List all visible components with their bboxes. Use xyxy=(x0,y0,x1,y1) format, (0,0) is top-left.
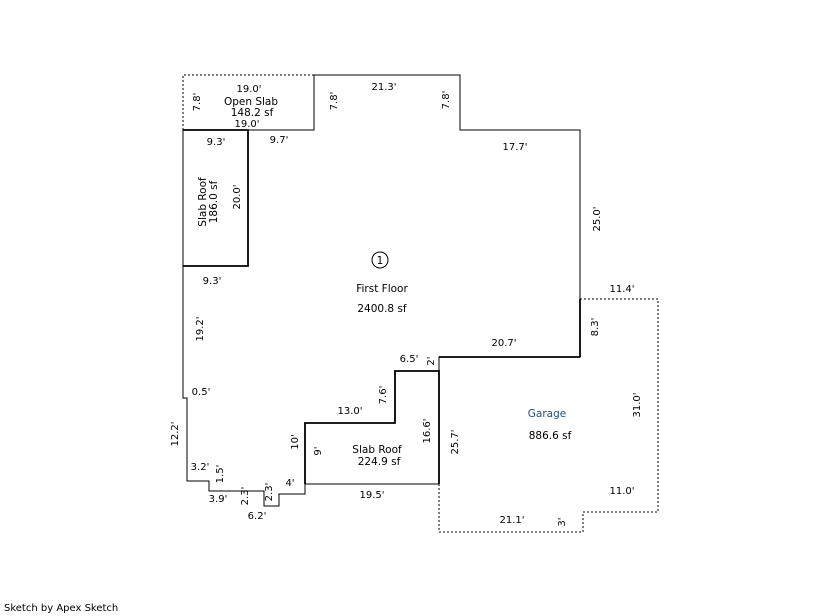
dim-right-side: 25.0' xyxy=(592,206,603,231)
dim-garage-bottom: 21.1' xyxy=(499,515,524,526)
dim-left-lower: 12.2' xyxy=(170,421,181,446)
dim-slab-bottom-notch: 7.6' xyxy=(378,386,389,405)
area-marker-number: 1 xyxy=(377,255,384,267)
dim-step-c-left: 2.3' xyxy=(240,487,251,506)
dim-garage-bottom-step: 3' xyxy=(557,517,568,526)
dim-slab-bottom-left: 10' xyxy=(290,434,301,449)
dim-slab-bottom-top: 13.0' xyxy=(337,406,362,417)
dim-step-c-bottom: 6.2' xyxy=(248,511,267,522)
dim-inner-top: 9.7' xyxy=(270,135,289,146)
dim-notch-small: 2' xyxy=(426,356,437,365)
open-slab-name: Open Slab xyxy=(224,96,278,108)
dim-slab-left-right: 20.0' xyxy=(232,184,243,209)
dim-garage-upper-right: 8.3' xyxy=(590,318,601,337)
dim-slab-bottom-top-right: 6.5' xyxy=(400,354,419,365)
dim-open-slab-left: 7.8' xyxy=(192,93,203,112)
dim-garage-bottom-right: 11.0' xyxy=(609,486,634,497)
dim-slab-left-bottom: 9.3' xyxy=(203,276,222,287)
dim-garage-top-left: 20.7' xyxy=(491,338,516,349)
dim-step-d: 4' xyxy=(285,478,294,489)
dim-slab-bottom-inner: 9' xyxy=(313,446,324,455)
dim-step-a-top: 3.2' xyxy=(191,462,210,473)
dim-slab-bottom-base: 19.5' xyxy=(359,490,384,501)
open-slab-outline xyxy=(182,74,314,131)
dim-garage-right: 31.0' xyxy=(632,392,643,417)
dim-step-b-bottom: 3.9' xyxy=(209,494,228,505)
dim-step-a-side: 1.5' xyxy=(215,465,226,484)
slab-roof-bottom-name: Slab Roof xyxy=(352,444,402,456)
open-slab-area: 148.2 sf xyxy=(231,107,274,119)
first-floor-outline xyxy=(182,74,581,507)
dim-open-slab-bottom: 19.0' xyxy=(234,119,259,130)
first-floor-name: First Floor xyxy=(356,283,408,295)
dim-garage-left: 25.7' xyxy=(450,429,461,454)
dim-left-jog: 0.5' xyxy=(192,387,211,398)
first-floor-area: 2400.8 sf xyxy=(357,303,407,315)
dim-open-slab-right: 7.8' xyxy=(329,92,340,111)
dim-upper-right-run: 17.7' xyxy=(502,142,527,153)
dim-left-upper: 19.2' xyxy=(195,316,206,341)
slab-roof-bottom-area: 224.9 sf xyxy=(358,456,401,468)
dim-step-c-right: 2.3' xyxy=(264,483,275,502)
dim-open-slab-top: 19.0' xyxy=(236,84,261,95)
dim-garage-top-right: 11.4' xyxy=(609,284,634,295)
garage-name: Garage xyxy=(528,408,566,420)
dim-top-right-drop: 7.8' xyxy=(441,91,452,110)
area-marker-circle xyxy=(371,251,389,269)
dim-top-main: 21.3' xyxy=(371,82,396,93)
slab-roof-left-area: 186.0 sf xyxy=(208,180,220,223)
garage-outline xyxy=(438,298,659,533)
slab-roof-left-outline xyxy=(183,129,249,267)
dim-slab-left-top: 9.3' xyxy=(207,137,226,148)
dim-slab-bottom-right: 16.6' xyxy=(422,418,433,443)
slab-roof-left-name: Slab Roof xyxy=(197,177,209,227)
garage-area: 886.6 sf xyxy=(529,430,572,442)
sketch-credit: Sketch by Apex Sketch xyxy=(4,603,119,614)
